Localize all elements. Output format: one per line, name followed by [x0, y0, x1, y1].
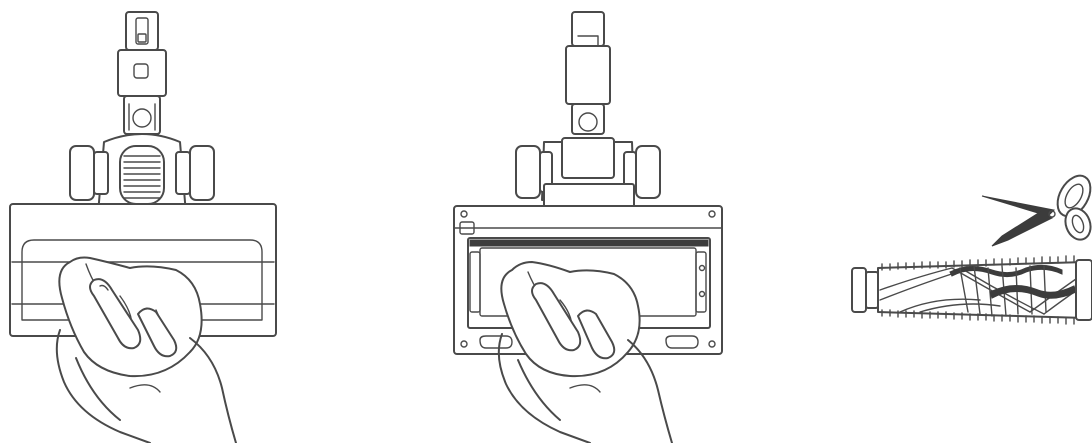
- brush-roll-and-scissors-illustration: [851, 174, 1092, 325]
- floor-brush-head-illustration: [9, 11, 277, 443]
- step-2-wipe-brush-compartment: [440, 0, 740, 443]
- hand-with-cloth-icon: [497, 261, 673, 443]
- hand-with-cloth-icon: [55, 256, 237, 443]
- open-brush-head-illustration: [453, 11, 723, 443]
- step-3-cut-tangled-hair: [840, 0, 1092, 443]
- scissors-icon: [981, 174, 1092, 247]
- step-1-wipe-brush-head: [0, 0, 300, 443]
- brush-roll-icon: [851, 255, 1092, 325]
